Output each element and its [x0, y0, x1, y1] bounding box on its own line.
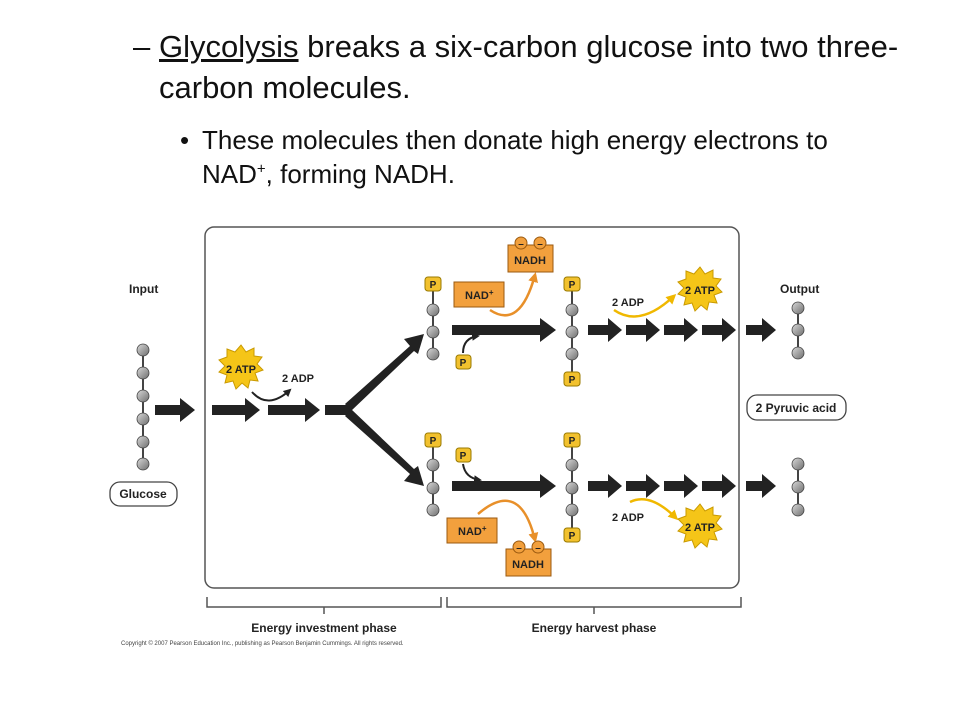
nad-upper-label: NAD+: [465, 288, 494, 302]
bullet-nadh: • These molecules then donate high energ…: [180, 123, 880, 191]
atp-star-in: 2 ATP: [218, 344, 264, 390]
atp-out-upper-label: 2 ATP: [685, 285, 715, 297]
harvest-phase-label: Energy harvest phase: [532, 621, 657, 635]
phosphate-label: P: [569, 531, 576, 542]
arrow-upper-h4: [702, 318, 736, 342]
free-phosphate-lower: [455, 447, 472, 463]
phosphate-label: P: [460, 358, 467, 369]
electron-label: –: [535, 543, 541, 554]
glucose-box: [109, 481, 178, 507]
adp-in-label: 2 ADP: [282, 373, 314, 385]
arrow-lower-long: [452, 474, 556, 498]
adp-out-lower-label: 2 ADP: [612, 512, 644, 524]
adp-to-atp-arrow-upper: [613, 293, 677, 318]
adp-to-atp-arrow-lower: [629, 498, 679, 521]
nadh-lower-label: NADH: [512, 559, 544, 571]
arrow-invest-1: [212, 398, 260, 422]
phosphate-label: P: [430, 280, 437, 291]
arrow-lower-h1: [588, 474, 622, 498]
arrow-lower-h2: [626, 474, 660, 498]
bracket-investment: [206, 597, 442, 614]
glucose-chain: [136, 343, 150, 471]
fork-arrow-upper: [345, 334, 424, 411]
phosphate-join-arrow-lower: [462, 463, 482, 484]
electron-label: –: [518, 239, 524, 250]
upper-three-carbon-2: P P: [563, 276, 581, 387]
adp-out-upper-label: 2 ADP: [612, 297, 644, 309]
bullet-glycolysis-rest: breaks a six-carbon glucose into two thr…: [159, 29, 899, 105]
nad-box-lower: NAD+: [446, 517, 498, 544]
lower-three-carbon-1: P: [424, 432, 442, 517]
pyruvate-lower: [791, 457, 805, 517]
electron-label: –: [516, 543, 522, 554]
bracket-harvest: [446, 597, 742, 614]
pyruvic-acid-box: [746, 394, 847, 421]
atp-out-lower-label: 2 ATP: [685, 522, 715, 534]
bullet-glycolysis-text: Glycolysis breaks a six-carbon glucose i…: [159, 26, 933, 108]
bullet-nadh-post: , forming NADH.: [265, 159, 455, 189]
nadh-box-lower: – – NADH: [505, 540, 552, 577]
phosphate-label: P: [569, 375, 576, 386]
glycolysis-term: Glycolysis: [159, 29, 299, 64]
atp-to-adp-arrow: [251, 388, 292, 402]
nadh-box-upper: – – NADH: [507, 236, 554, 273]
bullet-nadh-pre: These molecules then donate high energy …: [202, 125, 828, 189]
diagram-frame: [204, 226, 740, 589]
electron-label: –: [537, 239, 543, 250]
input-label: Input: [129, 282, 158, 296]
nad-to-nadh-arrow-upper: [489, 272, 538, 317]
arrow-upper-h2: [626, 318, 660, 342]
arrow-upper-out: [746, 318, 776, 342]
glucose-label: Glucose: [119, 487, 167, 501]
phosphate-join-arrow-upper: [462, 332, 480, 354]
nad-to-nadh-arrow-lower: [477, 499, 539, 543]
atp-in-label: 2 ATP: [226, 364, 256, 376]
fork-arrow-lower: [345, 409, 424, 486]
lower-three-carbon-2: P P: [563, 432, 581, 543]
dash-marker: –: [133, 29, 151, 64]
phosphate-label: P: [569, 436, 576, 447]
arrow-lower-h3: [664, 474, 698, 498]
output-label: Output: [780, 282, 819, 296]
free-phosphate-upper: [455, 354, 472, 370]
nad-superscript: +: [256, 160, 266, 178]
arrow-lower-h4: [702, 474, 736, 498]
investment-phase-label: Energy investment phase: [251, 621, 397, 635]
nadh-upper-label: NADH: [514, 255, 546, 267]
phosphate-label: P: [569, 280, 576, 291]
pyruvate-upper: [791, 301, 805, 360]
atp-star-out-lower: 2 ATP: [677, 503, 723, 549]
phosphate-label: P: [460, 451, 467, 462]
bullet-nadh-text: These molecules then donate high energy …: [202, 123, 880, 191]
dot-marker: •: [180, 125, 190, 155]
arrow-lower-out: [746, 474, 776, 498]
fork-stem: [325, 405, 352, 415]
nad-lower-label: NAD+: [458, 524, 487, 538]
arrow-upper-h1: [588, 318, 622, 342]
arrow-invest-2: [268, 398, 320, 422]
atp-star-out-upper: 2 ATP: [677, 266, 723, 312]
arrow-upper-long: [452, 318, 556, 342]
arrow-glucose-in: [155, 398, 195, 422]
bullet-glycolysis: – Glycolysis breaks a six-carbon glucose…: [133, 26, 933, 108]
upper-three-carbon-1: P: [424, 276, 442, 361]
arrow-upper-h3: [664, 318, 698, 342]
phosphate-label: P: [430, 436, 437, 447]
pyruvic-acid-label: 2 Pyruvic acid: [756, 401, 837, 415]
nad-box-upper: NAD+: [453, 281, 505, 308]
copyright-notice: Copyright © 2007 Pearson Education Inc.,…: [121, 640, 404, 647]
